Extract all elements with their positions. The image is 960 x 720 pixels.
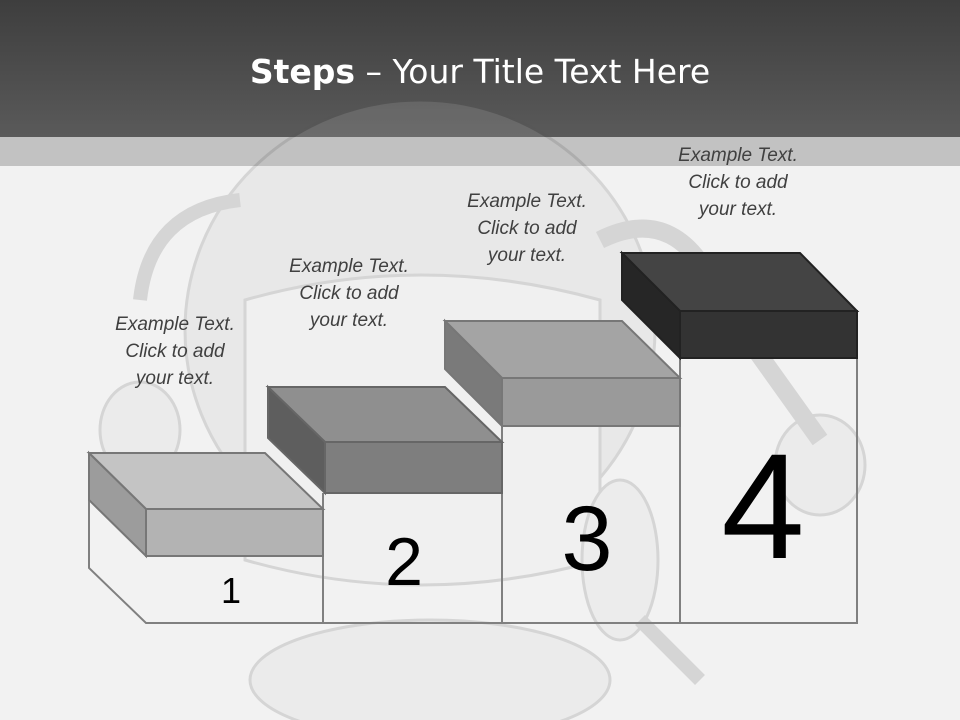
step-2-block[interactable] xyxy=(265,384,505,496)
step-4-number: 4 xyxy=(721,422,804,590)
step-3-block[interactable] xyxy=(442,318,683,429)
caption-line: your text. xyxy=(698,199,778,220)
step-1-number: 1 xyxy=(221,570,241,611)
step-1-block[interactable] xyxy=(86,450,326,559)
caption-line: Click to add xyxy=(125,341,225,362)
caption-line: Example Text. xyxy=(678,145,798,166)
title-rest: – Your Title Text Here xyxy=(355,52,711,91)
caption-line: Click to add xyxy=(299,283,399,304)
caption-line: Example Text. xyxy=(115,314,235,335)
step-4-caption[interactable]: Example Text. Click to add your text. xyxy=(658,142,818,223)
caption-line: Click to add xyxy=(477,218,577,239)
step-1-caption[interactable]: Example Text. Click to add your text. xyxy=(95,311,255,392)
header-band xyxy=(0,137,960,166)
caption-line: Example Text. xyxy=(289,256,409,277)
step-4-block[interactable] xyxy=(619,250,860,361)
step-3-number: 3 xyxy=(561,488,612,590)
caption-line: Example Text. xyxy=(467,191,587,212)
caption-line: your text. xyxy=(135,368,215,389)
caption-line: your text. xyxy=(309,310,389,331)
title-bold: Steps xyxy=(249,52,356,91)
caption-line: Click to add xyxy=(688,172,788,193)
step-2-caption[interactable]: Example Text. Click to add your text. xyxy=(269,253,429,334)
step-4-outline xyxy=(679,357,858,624)
title-bar xyxy=(0,0,960,137)
step-3-caption[interactable]: Example Text. Click to add your text. xyxy=(447,188,607,269)
caption-line: your text. xyxy=(487,245,567,266)
slide-title[interactable]: Steps – Your Title Text Here xyxy=(0,52,960,91)
step-2-number: 2 xyxy=(385,524,423,600)
